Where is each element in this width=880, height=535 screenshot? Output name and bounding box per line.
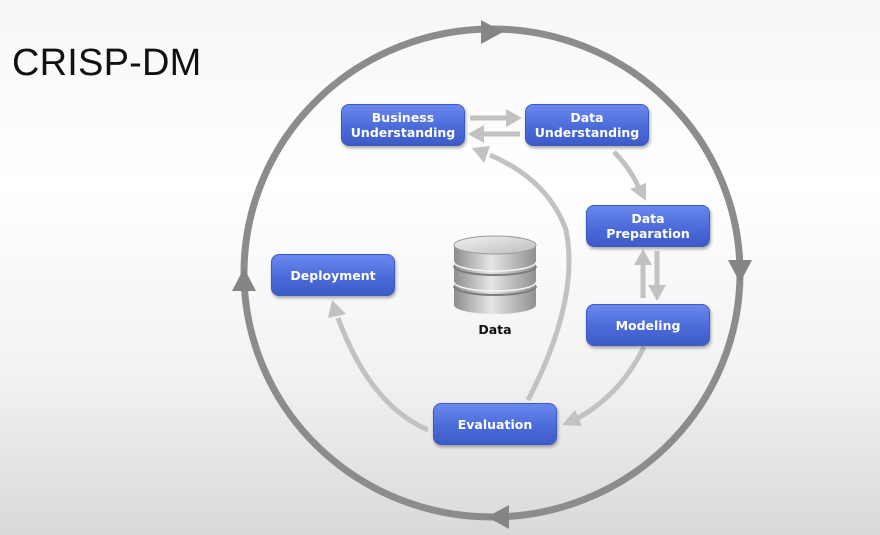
phase-data-preparation: Data Preparation [586,205,710,247]
arrow-modeling-to-evaluation [562,345,647,426]
phase-evaluation: Evaluation [433,403,557,445]
arrow-modeling-to-dp [634,249,652,298]
outer-arrow-top-icon [481,20,503,44]
phase-data-understanding: Data Understanding [525,104,649,146]
database-icon [453,235,537,314]
arrow-evaluation-to-bu [472,146,572,402]
outer-arrow-left-icon [232,268,256,291]
arrow-du-to-bu [468,125,520,143]
phase-deployment: Deployment [271,254,395,296]
phase-business-understanding: Business Understanding [341,104,465,146]
slide-title: CRISP-DM [12,42,202,84]
outer-arrow-right-icon [728,260,752,283]
arrow-du-to-dp [612,150,646,201]
outer-arrow-bottom-icon [487,505,509,529]
arrow-bu-to-du [470,109,522,127]
arrow-evaluation-to-deployment [328,300,429,433]
phase-modeling: Modeling [586,304,710,346]
database-label: Data [478,322,512,337]
arrow-dp-to-modeling [648,251,666,301]
